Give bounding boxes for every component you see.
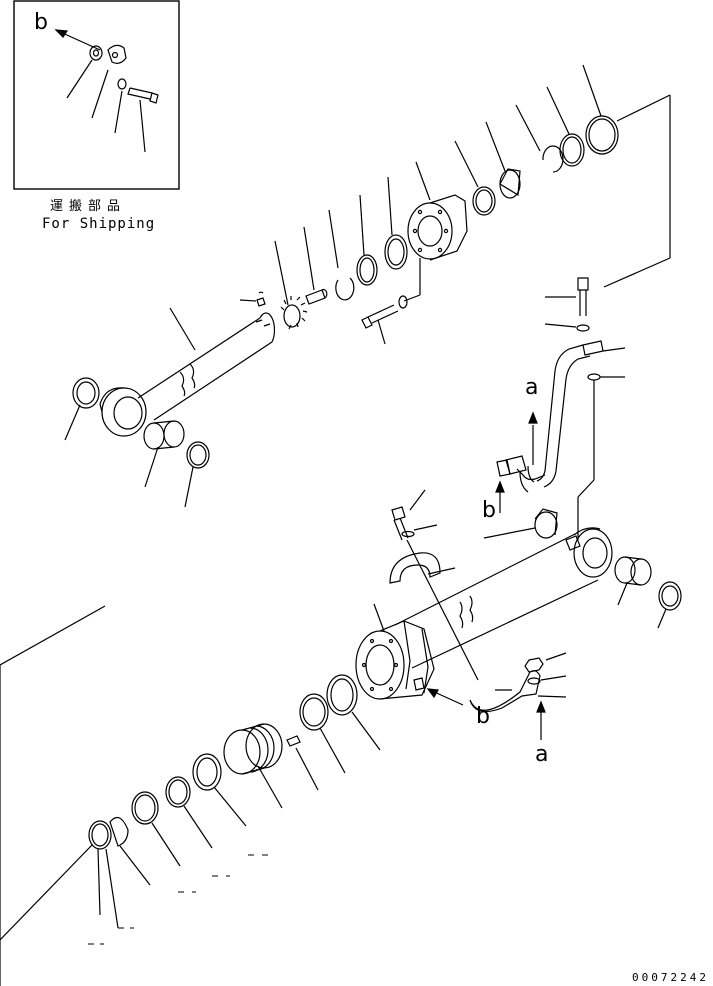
tube-clamp-lower — [469, 670, 541, 713]
bottom-dust-seal — [658, 581, 682, 611]
ref-letter-a-lower: a — [535, 742, 549, 767]
head-bolt — [361, 304, 399, 329]
shipping-caption-en: For Shipping — [42, 216, 156, 232]
drawing-code: 00072242 — [632, 971, 709, 984]
ref-letter-b-mid: b — [482, 498, 496, 523]
clamp-bolt — [391, 506, 409, 541]
inset-small-washer — [117, 78, 127, 90]
piston — [223, 723, 283, 775]
cylinder-head — [407, 194, 468, 261]
grease-nipple — [256, 291, 266, 307]
buffer-ring — [384, 234, 408, 270]
o-ring-large — [585, 115, 619, 155]
piston-seal — [192, 753, 222, 791]
piston-end-ring — [88, 820, 112, 850]
pipe-o-ring — [587, 373, 601, 381]
piston-ring-1 — [165, 776, 191, 808]
pipe-bolt — [577, 277, 589, 316]
pipe-washer — [576, 324, 590, 332]
hydraulic-pipe — [496, 340, 604, 493]
rod-end-seal — [186, 441, 210, 469]
inset-bolt — [127, 87, 159, 104]
piston-nut — [109, 816, 129, 847]
piston-set-screw — [286, 735, 301, 747]
cylinder-tube — [355, 527, 613, 700]
rod-snap-ring — [335, 277, 355, 301]
piston-wear-ring — [299, 693, 329, 731]
head-bolt-washer — [398, 295, 408, 309]
shipping-caption-jp: 運搬部品 — [50, 199, 127, 214]
lock-washer — [280, 296, 308, 330]
rod-end-dust-seal — [72, 377, 100, 409]
rod-packing — [356, 254, 378, 286]
inset-washer — [89, 45, 103, 61]
tube-clamp-band — [389, 552, 441, 584]
hose-clamp-upper — [534, 508, 558, 539]
shipping-inset-frame — [13, 0, 180, 190]
piston-ring-2 — [131, 791, 159, 825]
dowel-pin — [305, 288, 328, 305]
rod-end-bushing — [143, 420, 185, 450]
snap-ring — [542, 145, 564, 173]
piston-rod — [99, 312, 276, 437]
nut — [524, 657, 544, 673]
assembly-guide-line — [0, 605, 106, 986]
bottom-bushing — [614, 556, 652, 586]
rod-seal-ring — [472, 186, 496, 216]
ref-letter-a-top: a — [525, 375, 539, 400]
inset-split-plate — [107, 44, 127, 64]
ref-letter-b-lower: b — [476, 704, 490, 729]
inset-ref-letter-b: b — [34, 10, 48, 35]
piston-backup-ring — [326, 674, 358, 716]
